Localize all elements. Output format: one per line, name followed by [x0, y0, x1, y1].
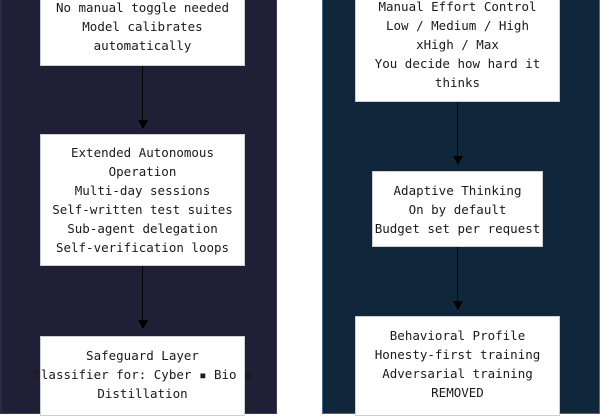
node-line: Safeguard Layer [86, 348, 199, 363]
right-arrow-1 [452, 102, 463, 165]
node-line: xHigh / Max [416, 36, 499, 52]
node-line: Self-verification loops [55, 240, 230, 255]
node-line: Behavioral Profile [389, 328, 526, 343]
node-line: Classifier for: Cyber ▪ Bio ▪ [33, 367, 252, 382]
left-arrow-2 [137, 266, 148, 329]
right-node-adaptive-thinking: Adaptive Thinking On by default Budget s… [372, 171, 543, 247]
node-line: REMOVED [431, 385, 484, 400]
node-line: On by default [408, 201, 507, 217]
node-line: automatically [93, 37, 192, 53]
right-node-behavioral-profile: Behavioral Profile Honesty-first trainin… [355, 316, 560, 416]
node-line: Multi-day sessions [74, 183, 211, 198]
right-arrow-2 [452, 247, 463, 310]
node-line: Budget set per request [374, 220, 541, 236]
node-line: Distillation [97, 386, 188, 401]
node-line: Extended Autonomous [71, 145, 214, 160]
left-node-extended-autonomous-operation: Extended Autonomous Operation Multi-day … [40, 134, 245, 266]
node-line: thinks [434, 74, 481, 90]
node-line: Honesty-first training [374, 347, 541, 362]
node-line: Adversarial training [382, 366, 533, 381]
left-arrow-1 [137, 66, 148, 129]
left-node-safeguard-layer: Safeguard Layer Classifier for: Cyber ▪ … [33, 336, 252, 416]
node-line: Manual Effort Control [378, 0, 537, 14]
node-line: No manual toggle needed [55, 0, 230, 15]
node-line: Operation [108, 164, 177, 179]
right-node-manual-effort-control: Manual Effort Control Low / Medium / Hig… [355, 0, 560, 102]
node-line: Self-written test suites [52, 202, 233, 217]
left-node-auto-calibration: No manual toggle needed Model calibrates… [40, 0, 245, 66]
node-line: Adaptive Thinking [393, 182, 522, 198]
node-line: Low / Medium / High [386, 17, 529, 33]
node-line: Model calibrates [82, 18, 203, 34]
node-line: Sub-agent delegation [67, 221, 218, 236]
node-line: You decide how hard it [374, 55, 541, 71]
